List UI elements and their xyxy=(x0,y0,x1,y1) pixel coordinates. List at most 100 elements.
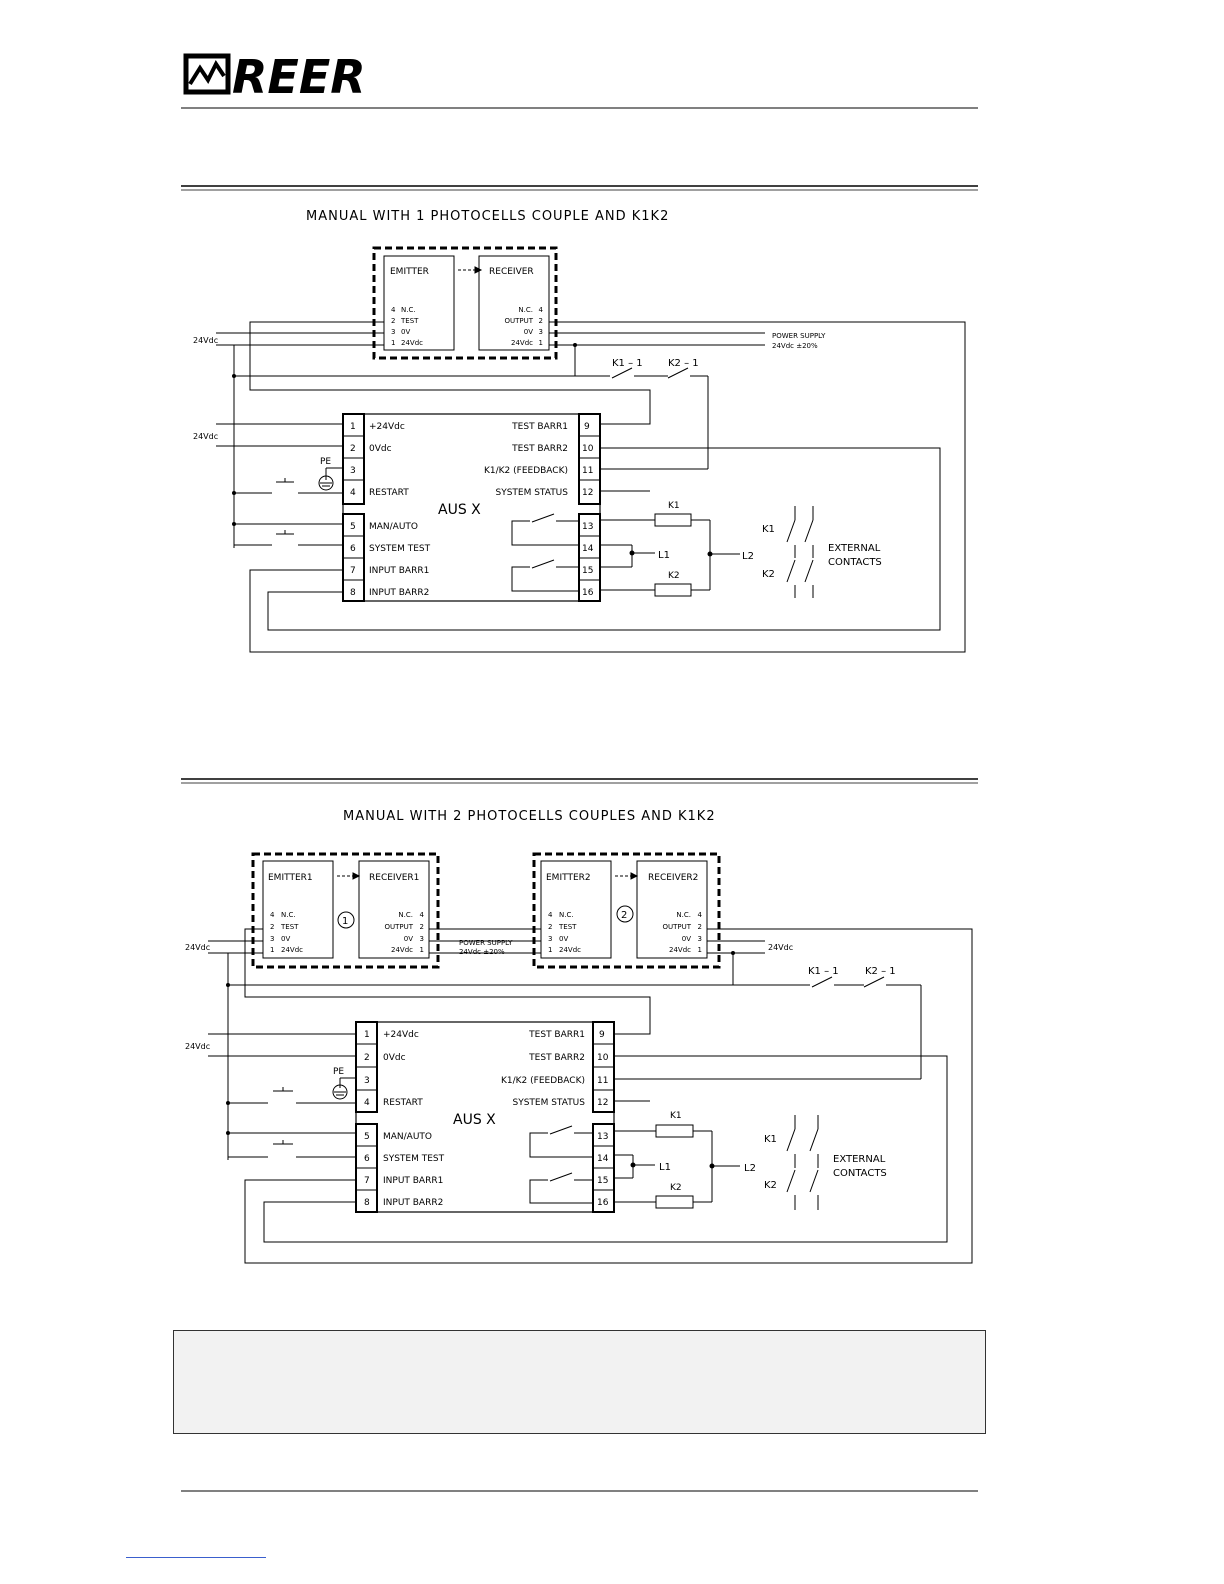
ext-k2-label-1: K2 xyxy=(762,569,775,580)
svg-text:RESTART: RESTART xyxy=(369,488,409,498)
supply-right-2: 24Vdc xyxy=(768,943,793,952)
svg-text:8: 8 xyxy=(364,1198,370,1208)
circle-2-label: 2 xyxy=(621,910,627,921)
diagram-1-junctions xyxy=(232,343,713,557)
circle-1-label: 1 xyxy=(342,916,348,927)
svg-text:2: 2 xyxy=(698,923,702,931)
svg-text:OUTPUT: OUTPUT xyxy=(384,923,413,931)
svg-text:3: 3 xyxy=(420,935,424,943)
svg-text:7: 7 xyxy=(364,1176,370,1186)
k2-coil-label-1: K2 xyxy=(668,571,680,581)
svg-text:0V: 0V xyxy=(401,328,410,336)
receiver2-label: RECEIVER2 xyxy=(648,873,698,883)
svg-text:N.C.: N.C. xyxy=(518,306,533,314)
svg-text:0V: 0V xyxy=(682,935,691,943)
svg-text:24Vdc: 24Vdc xyxy=(511,339,533,347)
svg-text:N.C.: N.C. xyxy=(398,911,413,919)
svg-text:K1/K2 (FEEDBACK): K1/K2 (FEEDBACK) xyxy=(501,1076,585,1086)
emitter-label: EMITTER xyxy=(390,267,429,277)
svg-text:N.C.: N.C. xyxy=(559,911,574,919)
svg-text:SYSTEM STATUS: SYSTEM STATUS xyxy=(512,1098,585,1108)
svg-text:24Vdc: 24Vdc xyxy=(281,946,303,954)
diagram-1 xyxy=(181,185,978,191)
svg-text:12: 12 xyxy=(597,1098,608,1108)
svg-text:INPUT BARR2: INPUT BARR2 xyxy=(383,1198,443,1208)
external-label-1b: CONTACTS xyxy=(828,557,882,568)
svg-text:13: 13 xyxy=(597,1132,608,1142)
svg-text:9: 9 xyxy=(584,422,590,432)
svg-text:11: 11 xyxy=(582,466,593,476)
svg-text:4: 4 xyxy=(698,911,703,919)
emitter2-label: EMITTER2 xyxy=(546,873,591,883)
svg-text:16: 16 xyxy=(582,588,594,598)
svg-text:1: 1 xyxy=(350,422,356,432)
svg-text:4: 4 xyxy=(350,488,356,498)
diagram-2 xyxy=(181,778,978,784)
svg-text:2: 2 xyxy=(539,317,543,325)
supply-mid-2a: POWER SUPPLY xyxy=(459,939,513,947)
svg-text:0V: 0V xyxy=(281,935,290,943)
svg-text:TEST BARR2: TEST BARR2 xyxy=(511,444,568,454)
aus-x-module-2 xyxy=(355,1021,615,1213)
supply-right-1a: POWER SUPPLY xyxy=(772,332,826,340)
photocell-couple-1 xyxy=(372,246,558,360)
receiver-label: RECEIVER xyxy=(489,267,534,277)
reer-logo: REER xyxy=(183,50,366,104)
svg-text:4: 4 xyxy=(539,306,544,314)
supply-right-1b: 24Vdc ±20% xyxy=(772,342,818,350)
svg-text:3: 3 xyxy=(350,466,356,476)
svg-text:9: 9 xyxy=(599,1030,605,1040)
k21-label-1: K2 – 1 xyxy=(668,358,699,369)
k1-coil-label-1: K1 xyxy=(668,501,680,511)
svg-text:0V: 0V xyxy=(404,935,413,943)
external-label-2b: CONTACTS xyxy=(833,1168,887,1179)
svg-text:TEST: TEST xyxy=(558,923,577,931)
svg-text:2: 2 xyxy=(548,923,552,931)
supply2-label-2: 24Vdc xyxy=(185,1042,210,1051)
svg-text:11: 11 xyxy=(597,1076,608,1086)
footer-link-underline[interactable] xyxy=(126,1557,266,1558)
k11-label-1: K1 – 1 xyxy=(612,358,643,369)
svg-text:2: 2 xyxy=(350,444,356,454)
supply-left-2: 24Vdc xyxy=(185,943,210,952)
l2-label-2: L2 xyxy=(744,1163,756,1174)
ext-k1-label-1: K1 xyxy=(762,524,775,535)
svg-text:TEST: TEST xyxy=(280,923,299,931)
svg-text:SYSTEM STATUS: SYSTEM STATUS xyxy=(495,488,568,498)
svg-text:3: 3 xyxy=(270,935,274,943)
svg-text:4: 4 xyxy=(364,1098,370,1108)
diagram-1-wiring xyxy=(216,321,966,653)
svg-text:4: 4 xyxy=(270,911,275,919)
svg-text:+24Vdc: +24Vdc xyxy=(369,422,405,432)
k11-label-2: K1 – 1 xyxy=(808,966,839,977)
svg-text:0V: 0V xyxy=(559,935,568,943)
svg-text:1: 1 xyxy=(548,946,552,954)
svg-text:2: 2 xyxy=(270,923,274,931)
svg-text:TEST BARR2: TEST BARR2 xyxy=(528,1053,585,1063)
l2-label-1: L2 xyxy=(742,551,754,562)
svg-text:2: 2 xyxy=(364,1053,370,1063)
svg-text:1: 1 xyxy=(364,1030,370,1040)
svg-text:0Vdc: 0Vdc xyxy=(369,444,392,454)
l1-label-2: L1 xyxy=(659,1162,671,1173)
svg-text:5: 5 xyxy=(350,522,356,532)
svg-text:TEST BARR1: TEST BARR1 xyxy=(528,1030,585,1040)
svg-text:+24Vdc: +24Vdc xyxy=(383,1030,419,1040)
svg-text:K1/K2 (FEEDBACK): K1/K2 (FEEDBACK) xyxy=(484,466,568,476)
svg-text:10: 10 xyxy=(597,1053,609,1063)
aus-x-label-1: AUS X xyxy=(438,502,481,518)
diagram-1-title: MANUAL WITH 1 PHOTOCELLS COUPLE AND K1K2 xyxy=(306,209,669,224)
svg-text:3: 3 xyxy=(548,935,552,943)
note-box xyxy=(173,1330,986,1434)
svg-text:0V: 0V xyxy=(524,328,533,336)
svg-text:TEST: TEST xyxy=(400,317,419,325)
svg-text:MAN/AUTO: MAN/AUTO xyxy=(383,1132,432,1142)
